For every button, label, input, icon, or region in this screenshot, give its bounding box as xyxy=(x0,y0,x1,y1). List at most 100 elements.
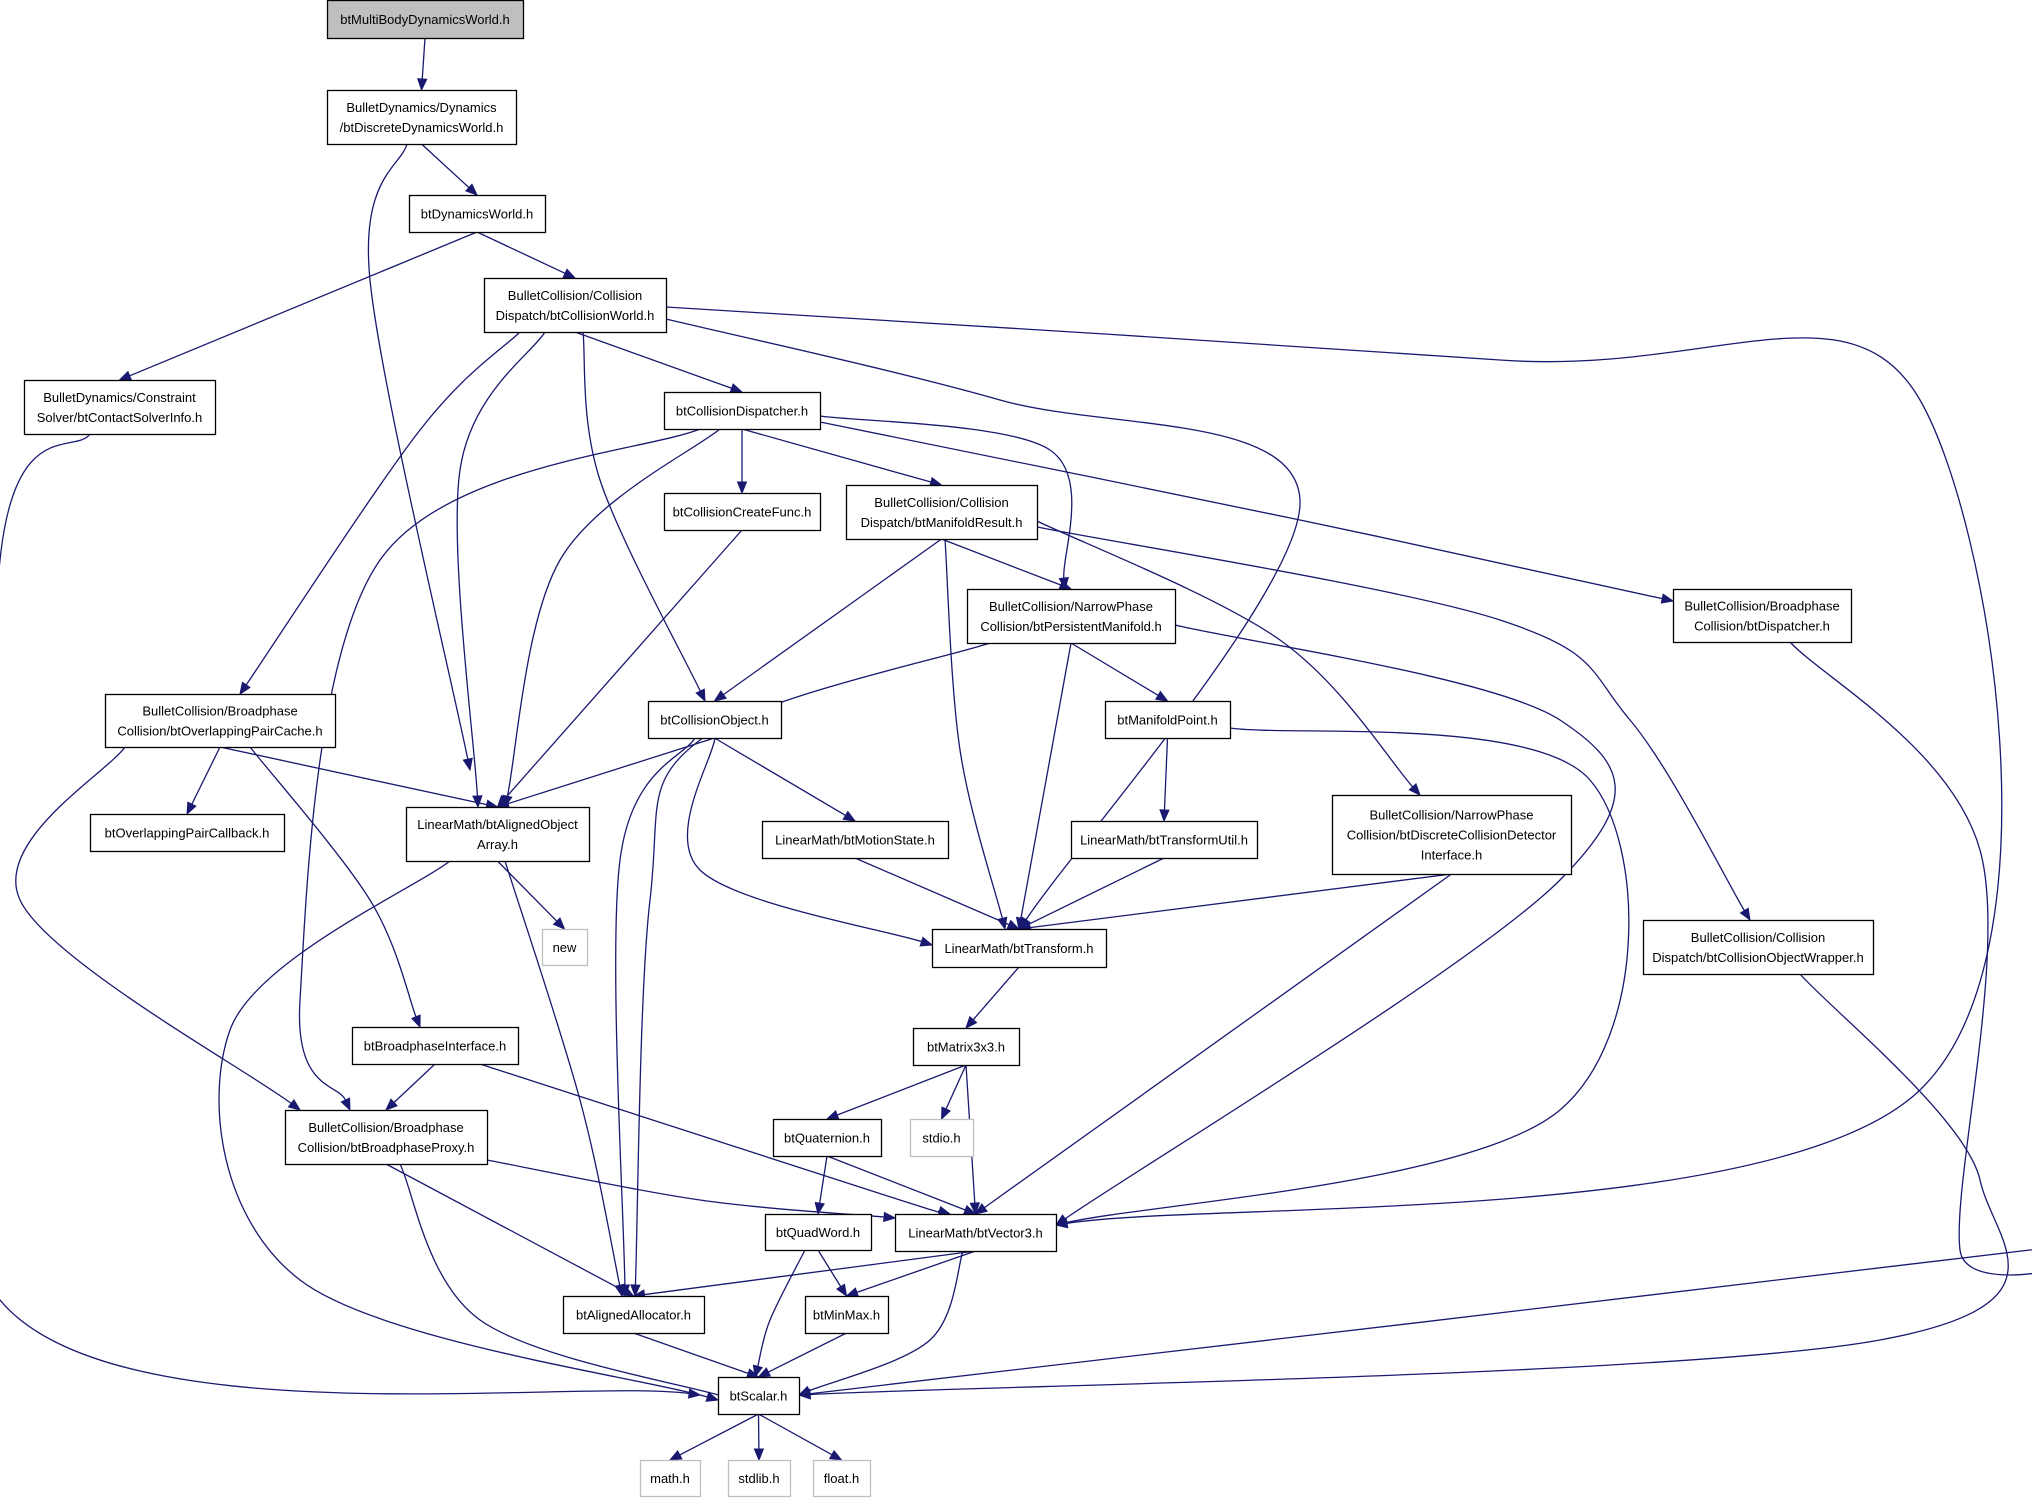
arrowhead xyxy=(713,690,727,702)
edge-colldispatcher-to-manifoldresult xyxy=(741,428,943,487)
node-label: BulletCollision/Collision xyxy=(874,495,1008,510)
arrowhead xyxy=(753,1448,765,1462)
node-bulletcollision-broadphasecollision-btoverlappingpaircache-h[interactable]: BulletCollision/BroadphaseCollision/btOv… xyxy=(104,693,337,749)
node-label: btManifoldPoint.h xyxy=(1117,713,1217,728)
arrowhead xyxy=(464,183,478,196)
node-bulletdynamics-dynamics-btdiscretedynamicsworld-h[interactable]: BulletDynamics/Dynamics/btDiscreteDynami… xyxy=(326,89,518,146)
node-linearmath-btmotionstate-h[interactable]: LinearMath/btMotionState.h xyxy=(761,820,950,860)
node-label: btQuaternion.h xyxy=(784,1131,870,1146)
node-box xyxy=(408,194,547,234)
node-btmultibodydynamicsworld-h[interactable]: btMultiBodyDynamicsWorld.h xyxy=(326,0,525,40)
node-linearmath-btvector3-h[interactable]: LinearMath/btVector3.h xyxy=(894,1213,1058,1253)
node-linearmath-bttransform-h[interactable]: LinearMath/btTransform.h xyxy=(931,928,1108,969)
node-box xyxy=(727,1459,792,1498)
node-bulletcollision-collisiondispatch-btcollisionobjectwrapper-h[interactable]: BulletCollision/CollisionDispatch/btColl… xyxy=(1642,919,1875,976)
arrowhead xyxy=(630,1284,641,1298)
edge-collworld-to-vector3 xyxy=(665,306,2003,1229)
node-label: Collision/btPersistentManifold.h xyxy=(980,619,1161,634)
edge-collobject-to-alignedarray xyxy=(496,737,715,809)
node-btcollisionobject-h[interactable]: btCollisionObject.h xyxy=(647,700,783,740)
arrowhead xyxy=(965,1015,978,1029)
node-label: btDynamicsWorld.h xyxy=(421,207,533,222)
node-math-h[interactable]: math.h xyxy=(639,1459,702,1498)
node-label: LinearMath/btTransformUtil.h xyxy=(1080,833,1248,848)
node-stdio-h[interactable]: stdio.h xyxy=(909,1118,975,1158)
edge-bpinterface-to-bpproxy xyxy=(385,1063,436,1111)
node-new[interactable]: new xyxy=(541,928,589,967)
node-box xyxy=(761,820,950,860)
edge-collworld-to-overlappingcache xyxy=(239,331,521,696)
node-box xyxy=(894,1213,1058,1253)
node-label: stdio.h xyxy=(922,1131,960,1146)
node-btmatrix3x3-h[interactable]: btMatrix3x3.h xyxy=(912,1027,1021,1067)
node-label: btScalar.h xyxy=(730,1389,788,1404)
edge-scalar-to-math xyxy=(668,1413,759,1461)
arrowhead xyxy=(1159,809,1170,823)
node-label: BulletCollision/Collision xyxy=(1691,930,1825,945)
node-bulletcollision-narrowphasecollision-btpersistentmanifold-h[interactable]: BulletCollision/NarrowPhaseCollision/btP… xyxy=(966,588,1177,645)
edge-manifoldresult-to-discretedetector xyxy=(1036,520,1421,796)
node-bulletcollision-collisiondispatch-btcollisionworld-h[interactable]: BulletCollision/CollisionDispatch/btColl… xyxy=(483,277,668,334)
node-label: btMultiBodyDynamicsWorld.h xyxy=(340,12,510,27)
node-label: LinearMath/btMotionState.h xyxy=(775,833,935,848)
node-label: Collision/btBroadphaseProxy.h xyxy=(298,1140,475,1155)
node-label: BulletDynamics/Dynamics xyxy=(346,100,497,115)
node-label: btOverlappingPairCallback.h xyxy=(105,826,270,841)
node-box xyxy=(562,1295,706,1335)
edge-discretedetector-to-transform xyxy=(1017,873,1452,933)
arrowhead xyxy=(410,1014,421,1029)
node-box xyxy=(912,1027,1021,1067)
arrowhead xyxy=(340,1097,351,1112)
node-stdlib-h[interactable]: stdlib.h xyxy=(727,1459,792,1498)
node-btdynamicsworld-h[interactable]: btDynamicsWorld.h xyxy=(408,194,547,234)
edge-overlappingcache-to-alignedarray xyxy=(219,746,499,810)
node-box xyxy=(663,492,822,532)
node-linearmath-bttransformutil-h[interactable]: LinearMath/btTransformUtil.h xyxy=(1070,820,1259,860)
node-box xyxy=(717,1376,801,1416)
node-btcollisioncreatefunc-h[interactable]: btCollisionCreateFunc.h xyxy=(663,492,822,532)
edge-colldispatcher-to-bpproxy xyxy=(298,428,701,1112)
edge-quaternion-to-quadword xyxy=(814,1155,828,1216)
edge-dynworld-to-contactsolver xyxy=(118,231,478,381)
arrowhead xyxy=(729,383,744,394)
node-bulletcollision-broadphasecollision-btdispatcher-h[interactable]: BulletCollision/BroadphaseCollision/btDi… xyxy=(1672,588,1853,644)
node-label: math.h xyxy=(650,1471,690,1486)
edge-transform-to-matrix xyxy=(965,966,1020,1029)
edge-vector3-to-minmax xyxy=(845,1250,976,1298)
arrowhead xyxy=(797,1385,812,1396)
node-box xyxy=(639,1459,702,1498)
node-btoverlappingpaircallback-h[interactable]: btOverlappingPairCallback.h xyxy=(89,813,286,853)
edge-persistent-to-transform xyxy=(1015,642,1072,931)
node-btquaternion-h[interactable]: btQuaternion.h xyxy=(772,1118,883,1158)
node-box xyxy=(1642,919,1875,976)
node-float-h[interactable]: float.h xyxy=(812,1459,872,1498)
edge-vector3-to-scalar xyxy=(797,1250,964,1396)
edge-alignedalloc-to-scalar xyxy=(633,1332,760,1379)
node-btminmax-h[interactable]: btMinMax.h xyxy=(804,1295,890,1335)
node-btquadword-h[interactable]: btQuadWord.h xyxy=(764,1213,873,1252)
node-bulletcollision-collisiondispatch-btmanifoldresult-h[interactable]: BulletCollision/CollisionDispatch/btMani… xyxy=(845,484,1039,541)
node-bulletcollision-broadphasecollision-btbroadphaseproxy-h[interactable]: BulletCollision/BroadphaseCollision/btBr… xyxy=(284,1109,489,1166)
node-btcollisiondispatcher-h[interactable]: btCollisionDispatcher.h xyxy=(663,391,822,431)
node-bulletcollision-narrowphasecollision-btdiscretecollisiondetectorinterface-h[interactable]: BulletCollision/NarrowPhaseCollision/btD… xyxy=(1331,794,1573,876)
node-label: Dispatch/btManifoldResult.h xyxy=(861,515,1023,530)
node-box xyxy=(351,1026,520,1066)
node-btmanifoldpoint-h[interactable]: btManifoldPoint.h xyxy=(1104,700,1232,740)
node-btalignedallocator-h[interactable]: btAlignedAllocator.h xyxy=(562,1295,706,1335)
node-label: Solver/btContactSolverInfo.h xyxy=(37,410,202,425)
arrowhead xyxy=(974,1203,988,1215)
node-label: Array.h xyxy=(477,837,518,852)
edge-overlappingcache-to-pairCallback xyxy=(186,746,221,816)
edge-persistent-to-manifoldpoint xyxy=(1070,642,1169,702)
edge-quadword-to-minmax xyxy=(817,1249,848,1298)
node-box xyxy=(89,813,286,853)
node-bulletdynamics-constraintsolver-btcontactsolverinfo-h[interactable]: BulletDynamics/ConstraintSolver/btContac… xyxy=(23,379,217,436)
node-box xyxy=(23,379,217,436)
node-label: BulletCollision/Broadphase xyxy=(308,1120,463,1135)
arrowhead xyxy=(1660,593,1675,604)
node-box xyxy=(326,0,525,40)
node-btscalar-h[interactable]: btScalar.h xyxy=(717,1376,801,1416)
arrowhead xyxy=(814,1201,825,1216)
node-btbroadphaseinterface-h[interactable]: btBroadphaseInterface.h xyxy=(351,1026,520,1066)
